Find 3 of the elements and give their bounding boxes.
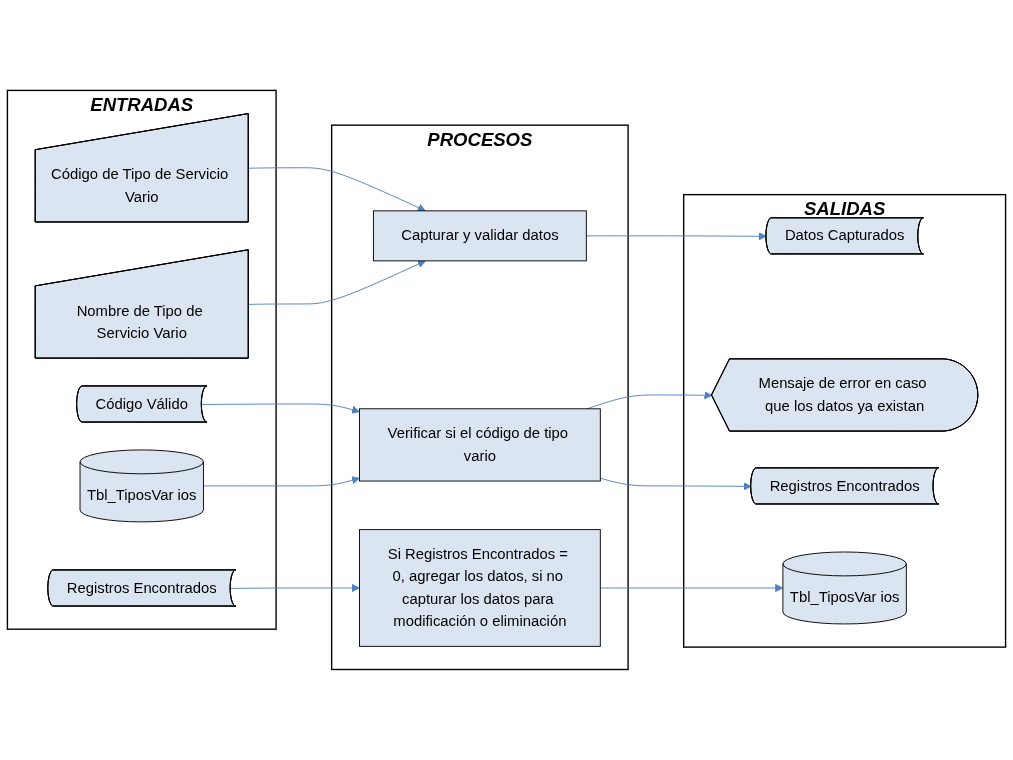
node-box: Verificar si el código de tipo vario bbox=[359, 408, 601, 482]
node-box: Capturar y validar datos bbox=[372, 210, 587, 262]
node-box: Si Registros Encontrados = 0, agregar los datos, si no capturar los datos para modificación o eliminación bbox=[359, 529, 601, 647]
